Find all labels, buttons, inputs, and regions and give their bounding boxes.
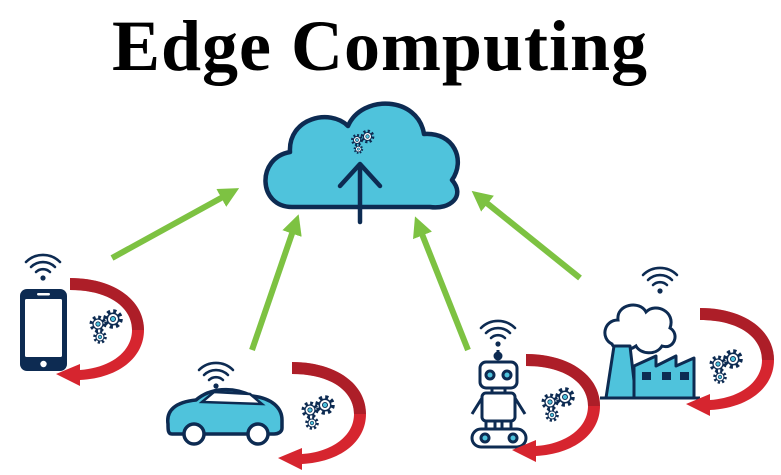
robot-icon bbox=[470, 350, 528, 449]
gears-icon bbox=[544, 390, 573, 421]
upload-arrows bbox=[110, 188, 582, 352]
device-smartphone bbox=[20, 253, 144, 386]
wifi-icon bbox=[24, 253, 62, 282]
device-robot bbox=[470, 319, 600, 462]
arrow-car-to-cloud bbox=[249, 214, 302, 351]
processing-loop bbox=[512, 354, 600, 462]
factory-icon bbox=[600, 303, 700, 400]
car-icon bbox=[166, 387, 284, 446]
arrow-robot-to-cloud bbox=[413, 216, 471, 352]
arrow-factory-to-cloud bbox=[471, 190, 582, 281]
page-title: Edge Computing bbox=[111, 6, 649, 86]
wifi-icon bbox=[641, 266, 679, 295]
device-factory bbox=[600, 266, 774, 416]
wifi-icon bbox=[479, 319, 517, 348]
smartphone-icon bbox=[20, 289, 67, 371]
processing-loop bbox=[278, 362, 366, 470]
wifi-icon bbox=[197, 361, 235, 390]
gears-icon bbox=[92, 312, 121, 343]
processing-loop bbox=[56, 278, 144, 386]
cloud-upload-icon bbox=[263, 101, 461, 225]
gears-icon bbox=[304, 398, 333, 429]
device-car bbox=[166, 361, 366, 470]
arrow-smartphone-to-cloud bbox=[110, 188, 240, 261]
gears-icon bbox=[712, 352, 741, 383]
